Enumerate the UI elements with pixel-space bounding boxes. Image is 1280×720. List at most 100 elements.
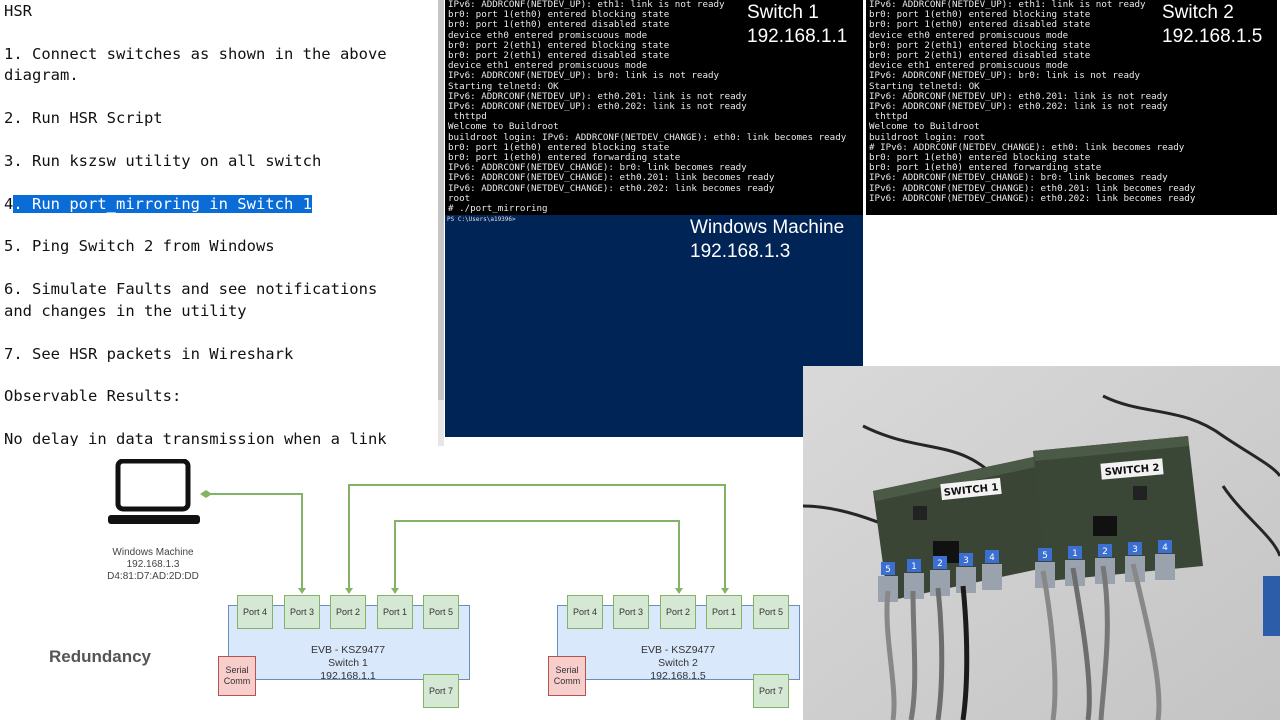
step-6-cont: and changes in the utility <box>4 302 247 320</box>
switch2-port-5: Port 5 <box>753 595 789 629</box>
switch1-terminal-line: br0: port 1(eth0) entered forwarding sta… <box>448 152 681 163</box>
board2-port-sticker <box>1128 542 1142 555</box>
board2-port-number: 5 <box>1042 551 1048 561</box>
step-4: 4. Run port_mirroring in Switch 1 <box>4 193 312 215</box>
step-1: 1. Connect switches as shown in the abov… <box>4 45 387 63</box>
switch2-terminal-line: device eth0 entered promiscuous mode <box>869 29 1069 41</box>
board1-jack <box>982 564 1002 590</box>
switch1-terminal-line: thttpd <box>448 111 487 123</box>
switch1-port-4: Port 4 <box>237 595 273 629</box>
switch2-terminal-line: br0: port 1(eth0) entered blocking state <box>869 9 1091 21</box>
board2-port-sticker <box>1158 540 1172 553</box>
diagram-links <box>200 484 729 594</box>
board1-jack <box>904 573 924 599</box>
switch2-terminal-line: IPv6: ADDRCONF(NETDEV_UP): eth1: link is… <box>869 0 1146 10</box>
board2-port-number: 2 <box>1102 547 1108 557</box>
switch1-terminal-line: IPv6: ADDRCONF(NETDEV_CHANGE): br0: link… <box>448 162 747 174</box>
step-1-cont: diagram. <box>4 66 79 84</box>
board1-port-sticker <box>933 556 947 569</box>
network-diagram: Windows Machine 192.168.1.3 D4:81:D7:AD:… <box>0 446 803 720</box>
board1-jack <box>878 576 898 602</box>
switch1-port-5: Port 5 <box>423 595 459 629</box>
switch1-terminal-line: Welcome to Buildroot <box>448 121 559 133</box>
switch1-ip: 192.168.1.1 <box>320 670 376 682</box>
board2-jack <box>1155 554 1175 580</box>
notes-scrollbar-thumb[interactable] <box>438 0 444 400</box>
switch2-terminal-ip: 192.168.1.5 <box>1162 26 1263 47</box>
instructions-panel: HSR 1. Connect switches as shown in the … <box>0 0 438 446</box>
switch1-terminal-line: br0: port 2(eth1) entered blocking state <box>448 39 670 51</box>
board1-port-number: 2 <box>937 559 943 569</box>
switch2-name: Switch 2 <box>658 657 698 669</box>
switch2-ip: 192.168.1.5 <box>650 670 706 682</box>
switch1-serial-comm: Serial Comm <box>218 656 256 696</box>
step-3: 3. Run kszsw utility on all switch <box>4 152 322 170</box>
board1-port-number: 4 <box>989 553 995 563</box>
switch1-terminal-line: IPv6: ADDRCONF(NETDEV_UP): eth0.201: lin… <box>448 90 747 102</box>
switch2-terminal-label: Switch 2 <box>1162 2 1234 23</box>
switch2-terminal-line: br0: port 1(eth0) entered forwarding sta… <box>869 162 1102 174</box>
windows-powershell-terminal[interactable]: PS C:\Users\a19396> Windows Machine 192.… <box>445 215 863 437</box>
laptop-ip: 192.168.1.3 <box>126 559 180 570</box>
switch1-terminal-line: br0: port 1(eth0) entered disabled state <box>448 19 670 31</box>
board2-port-sticker <box>1038 548 1052 561</box>
board1-port-sticker <box>959 553 973 566</box>
switch2-terminal-line: IPv6: ADDRCONF(NETDEV_CHANGE): eth0.202:… <box>869 192 1196 204</box>
switch2-terminal-line: IPv6: ADDRCONF(NETDEV_UP): br0: link is … <box>869 70 1141 82</box>
step-4-number: 4 <box>4 195 14 213</box>
notes-title: HSR <box>4 2 32 20</box>
switch2-port-2: Port 2 <box>660 595 696 629</box>
step-4-selected-text[interactable]: . Run port_mirroring in Switch 1 <box>13 195 312 213</box>
step-5: 5. Ping Switch 2 from Windows <box>4 237 275 255</box>
windows-terminal-ip: 192.168.1.3 <box>690 241 791 262</box>
windows-terminal-label: Windows Machine <box>690 217 845 238</box>
switch2-terminal-line: br0: port 2(eth1) entered blocking state <box>869 39 1091 51</box>
laptop-mac: D4:81:D7:AD:2D:DD <box>107 571 199 582</box>
switch1-name: Switch 1 <box>328 657 368 669</box>
observable-results-heading: Observable Results: <box>4 387 182 405</box>
board1-jack <box>930 570 950 596</box>
switch1-terminal-line: br0: port 1(eth0) entered blocking state <box>448 9 670 21</box>
board2-port-sticker <box>1098 544 1112 557</box>
switch1-terminal-line: device eth0 entered promiscuous mode <box>448 29 648 41</box>
board1-port-sticker <box>907 559 921 572</box>
switch1-terminal-line: br0: port 2(eth1) entered disabled state <box>448 50 670 61</box>
switch2-terminal[interactable]: IPv6: ADDRCONF(NETDEV_UP): eth1: link is… <box>866 0 1277 215</box>
switch1-sticker: SWITCH 1 <box>940 477 1002 501</box>
switch2-terminal-line: br0: port 2(eth1) entered disabled state <box>869 50 1091 61</box>
switch1-terminal[interactable]: IPv6: ADDRCONF(NETDEV_UP): eth1: link is… <box>445 0 863 215</box>
switch1-terminal-line: device eth1 entered promiscuous mode <box>448 60 648 72</box>
switch2-terminal-line: Starting telnetd: OK <box>869 80 980 92</box>
redundancy-label: Redundancy <box>48 647 152 666</box>
switch1-port-2: Port 2 <box>330 595 366 629</box>
switch1-terminal-label: Switch 1 <box>747 2 819 23</box>
switch1-terminal-line: Starting telnetd: OK <box>448 80 559 92</box>
switch2-terminal-line: IPv6: ADDRCONF(NETDEV_CHANGE): br0: link… <box>869 172 1168 184</box>
switch1-port-3: Port 3 <box>284 595 320 629</box>
step-7: 7. See HSR packets in Wireshark <box>4 345 294 363</box>
switch1-terminal-line: br0: port 1(eth0) entered blocking state <box>448 141 670 153</box>
switch2-port-3: Port 3 <box>613 595 649 629</box>
switch1-terminal-line: IPv6: ADDRCONF(NETDEV_UP): eth0.202: lin… <box>448 101 747 112</box>
board2-port-number: 3 <box>1132 545 1138 555</box>
switch1-terminal-line: IPv6: ADDRCONF(NETDEV_CHANGE): eth0.202:… <box>448 182 775 194</box>
switch2-terminal-line: IPv6: ADDRCONF(NETDEV_UP): eth0.201: lin… <box>869 90 1168 102</box>
switch2-terminal-line: device eth1 entered promiscuous mode <box>869 60 1069 72</box>
switch2-terminal-line: br0: port 1(eth0) entered blocking state <box>869 152 1091 163</box>
step-6: 6. Simulate Faults and see notifications <box>4 280 378 298</box>
switch1-terminal-line: IPv6: ADDRCONF(NETDEV_UP): br0: link is … <box>448 70 720 82</box>
switch2-terminal-line: thttpd <box>869 111 908 123</box>
board2-port-sticker <box>1068 546 1082 559</box>
switch2-terminal-line: buildroot login: root <box>869 131 986 143</box>
switch1-terminal-line: buildroot login: IPv6: ADDRCONF(NETDEV_C… <box>448 131 847 143</box>
observable-result-text: No delay in data transmission when a lin… <box>4 430 387 446</box>
step-2: 2. Run HSR Script <box>4 109 163 127</box>
switch2-sticker: SWITCH 2 <box>1100 458 1164 480</box>
switch2-port-4: Port 4 <box>567 595 603 629</box>
switch2-port-7: Port 7 <box>753 674 789 708</box>
switch2-terminal-line: IPv6: ADDRCONF(NETDEV_UP): eth0.202: lin… <box>869 101 1168 112</box>
board1-port-sticker <box>881 562 895 575</box>
switch2-serial-comm: Serial Comm <box>548 656 586 696</box>
